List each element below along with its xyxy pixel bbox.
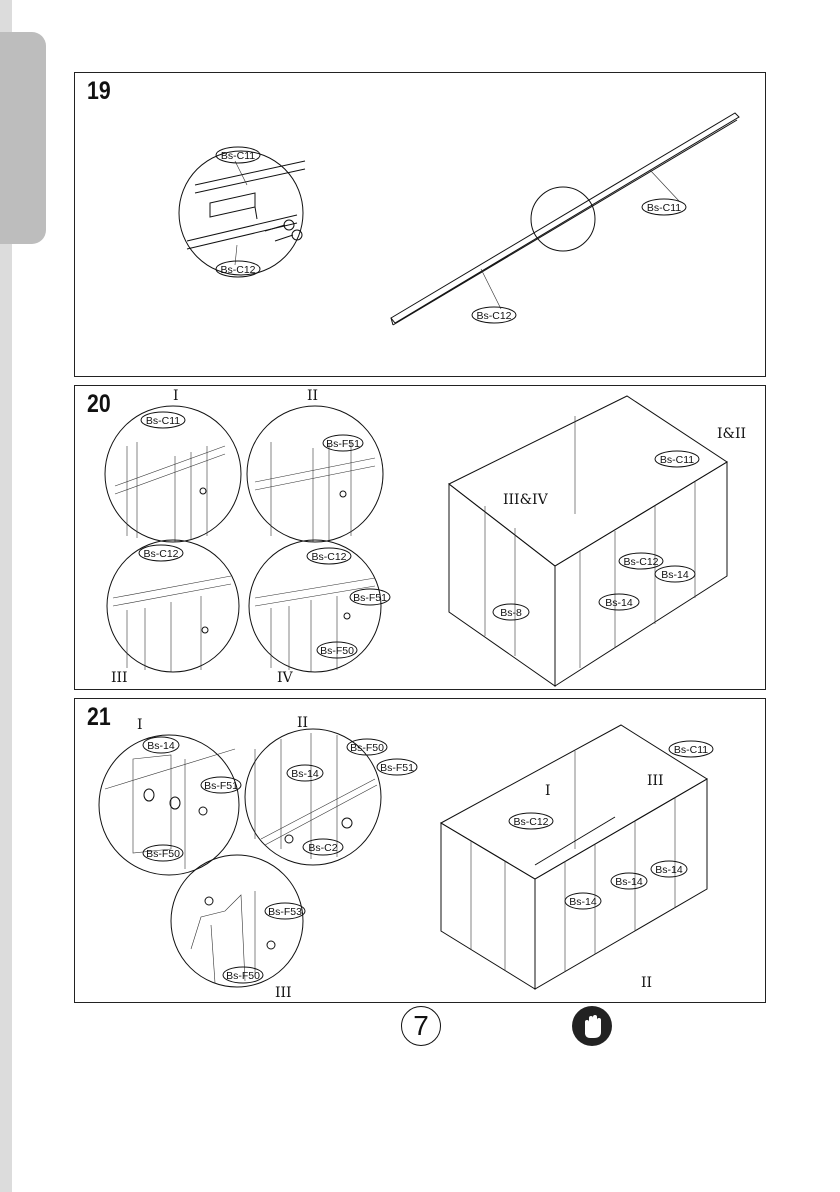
svg-text:Bs-F53: Bs-F53 — [268, 906, 302, 918]
svg-text:Bs-C11: Bs-C11 — [674, 744, 708, 756]
label-21-m5: Bs-14 — [565, 893, 601, 909]
detail-title-iii: III — [111, 670, 128, 686]
gloves-required-icon — [572, 1006, 612, 1046]
svg-text:III: III — [647, 773, 664, 789]
svg-text:Bs-C12: Bs-C12 — [476, 310, 511, 322]
svg-text:Bs-C2: Bs-C2 — [308, 842, 337, 854]
label-m3: Bs-14 — [655, 566, 695, 582]
label-m-callout-a: I&II — [717, 426, 746, 442]
svg-text:Bs-C11: Bs-C11 — [221, 150, 255, 162]
svg-text:I: I — [545, 783, 551, 799]
main-rail-assembly — [391, 113, 739, 325]
svg-text:I&II: I&II — [717, 426, 746, 442]
detail-title-i: I — [173, 388, 179, 404]
step-20-panel: 20 I II III IV Bs-C11 Bs-F51 — [74, 385, 766, 690]
label-21-d2c: Bs-F51 — [377, 759, 417, 775]
svg-text:Bs-14: Bs-14 — [605, 597, 633, 609]
label-21-m-callout-b: III — [647, 773, 664, 789]
svg-text:Bs-F50: Bs-F50 — [146, 848, 180, 860]
svg-text:Bs-F50: Bs-F50 — [226, 970, 260, 982]
label-d2: Bs-F51 — [323, 435, 363, 451]
label-bs-c12-main: Bs-C12 — [472, 307, 516, 323]
svg-text:Bs-14: Bs-14 — [615, 876, 643, 888]
detail-title-ii: II — [297, 715, 308, 731]
label-21-d2b: Bs-14 — [287, 765, 323, 781]
svg-text:Bs-F51: Bs-F51 — [326, 438, 360, 450]
svg-text:Bs-F50: Bs-F50 — [320, 645, 354, 657]
label-21-d1c: Bs-F50 — [143, 845, 183, 861]
svg-text:III&IV: III&IV — [503, 492, 549, 508]
label-d3: Bs-C12 — [139, 545, 183, 561]
label-21-d2d: Bs-C2 — [303, 839, 343, 855]
detail-title-ii: II — [307, 388, 318, 404]
label-d1: Bs-C11 — [141, 412, 185, 428]
label-21-d2a: Bs-F50 — [347, 739, 387, 755]
svg-text:Bs-F51: Bs-F51 — [204, 780, 238, 792]
label-m-callout-b: III&IV — [503, 492, 549, 508]
label-m4: Bs-14 — [599, 594, 639, 610]
svg-text:Bs-C11: Bs-C11 — [647, 202, 681, 214]
svg-text:Bs-F50: Bs-F50 — [350, 742, 384, 754]
svg-text:II: II — [641, 975, 652, 991]
label-21-d1b: Bs-F51 — [201, 777, 241, 793]
svg-text:Bs-C11: Bs-C11 — [660, 454, 694, 466]
detail-ii-circle — [247, 406, 383, 542]
step-20-illustration: I II III IV Bs-C11 Bs-F51 — [75, 386, 766, 690]
step-19-panel: 19 Bs-C11 Bs-C12 — [74, 72, 766, 377]
svg-text:Bs-C12: Bs-C12 — [513, 816, 548, 828]
detail-i-panels — [115, 442, 225, 542]
label-bs-c11-main: Bs-C11 — [642, 199, 686, 215]
shed-frame-step-20 — [449, 396, 727, 686]
step-21-illustration: I II III Bs-14 Bs-F51 Bs-F50 — [75, 699, 766, 1003]
page-number: 7 — [401, 1006, 441, 1046]
label-m2: Bs-C12 — [619, 553, 663, 569]
label-21-m-callout-a: I — [545, 783, 551, 799]
detail-rails — [187, 161, 305, 249]
label-d4a: Bs-C12 — [307, 548, 351, 564]
svg-text:Bs-F51: Bs-F51 — [380, 762, 414, 774]
label-21-m4: Bs-14 — [611, 873, 647, 889]
label-21-d1a: Bs-14 — [143, 737, 179, 753]
step-21-panel: 21 I II III Bs-14 Bs-F51 Bs-F50 — [74, 698, 766, 1003]
detail-title-iii: III — [275, 985, 292, 1001]
svg-text:Bs-C12: Bs-C12 — [143, 548, 178, 560]
detail-title-i: I — [137, 717, 143, 733]
svg-text:Bs-C12: Bs-C12 — [220, 264, 255, 276]
label-21-d3b: Bs-F50 — [223, 967, 263, 983]
svg-text:Bs-C12: Bs-C12 — [311, 551, 346, 563]
step-19-joint-circle — [531, 187, 595, 251]
label-d4c: Bs-F50 — [317, 642, 357, 658]
step-19-illustration: Bs-C11 Bs-C12 Bs-C11 Bs-C12 — [75, 73, 766, 377]
svg-text:Bs-14: Bs-14 — [661, 569, 689, 581]
label-bs-c11-detail: Bs-C11 — [216, 147, 260, 163]
svg-text:Bs-14: Bs-14 — [147, 740, 175, 752]
label-21-m3: Bs-14 — [651, 861, 687, 877]
label-21-m-callout-c: II — [641, 975, 652, 991]
label-21-m2: Bs-C12 — [509, 813, 553, 829]
svg-text:Bs-8: Bs-8 — [500, 607, 522, 619]
detail-title-iv: IV — [277, 670, 294, 686]
label-bs-c12-detail: Bs-C12 — [216, 261, 260, 277]
svg-text:Bs-14: Bs-14 — [291, 768, 319, 780]
svg-text:Bs-C12: Bs-C12 — [623, 556, 658, 568]
svg-text:Bs-C11: Bs-C11 — [146, 415, 180, 427]
step-19-detail-circle — [179, 151, 303, 275]
label-d4b: Bs-F51 — [350, 589, 390, 605]
label-21-m1: Bs-C11 — [669, 741, 713, 757]
detail-ii-panels — [255, 440, 375, 542]
label-21-d3a: Bs-F53 — [265, 903, 305, 919]
section-tab — [0, 32, 46, 244]
svg-text:Bs-14: Bs-14 — [569, 896, 597, 908]
label-m5: Bs-8 — [493, 604, 529, 620]
svg-text:Bs-14: Bs-14 — [655, 864, 683, 876]
svg-text:Bs-F51: Bs-F51 — [353, 592, 387, 604]
label-m1: Bs-C11 — [655, 451, 699, 467]
shed-frame-step-21 — [441, 725, 707, 989]
detail-iii-panels — [113, 576, 231, 672]
